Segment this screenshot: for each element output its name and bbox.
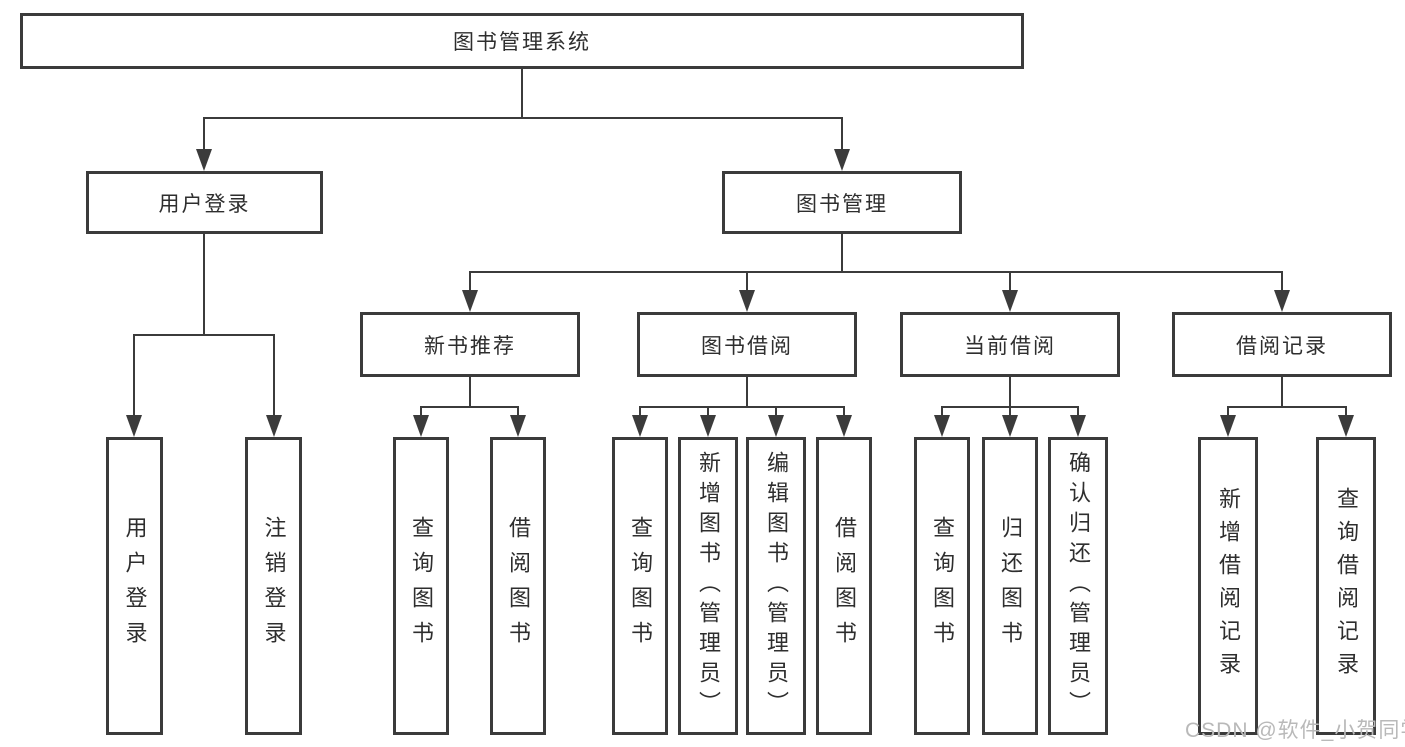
connector-line xyxy=(841,117,843,152)
connector-line xyxy=(203,117,843,119)
leaf-user-login: 用户登录 xyxy=(106,437,163,735)
arrowhead-down-icon xyxy=(1274,290,1290,312)
connector-line xyxy=(1227,406,1229,418)
node-book-borrow: 图书借阅 xyxy=(637,312,857,377)
leaf-return-book: 归还图书 xyxy=(982,437,1038,735)
connector-line xyxy=(1345,406,1347,418)
arrowhead-down-icon xyxy=(700,415,716,437)
node-borrow-records: 借阅记录 xyxy=(1172,312,1392,377)
connector-line xyxy=(941,406,1079,408)
leaf-query-books-current: 查询图书 xyxy=(914,437,970,735)
arrowhead-down-icon xyxy=(1220,415,1236,437)
arrowhead-down-icon xyxy=(510,415,526,437)
connector-line xyxy=(1077,406,1079,418)
arrowhead-down-icon xyxy=(1070,415,1086,437)
arrowhead-down-icon xyxy=(768,415,784,437)
connector-line xyxy=(469,377,471,408)
connector-line xyxy=(203,117,205,152)
connector-line xyxy=(941,406,943,418)
connector-line xyxy=(639,406,845,408)
arrowhead-down-icon xyxy=(834,149,850,171)
leaf-edit-book-admin: 编辑图书（管理员） xyxy=(746,437,806,735)
connector-line xyxy=(521,69,523,119)
connector-line xyxy=(203,234,205,336)
connector-line xyxy=(469,271,1283,273)
leaf-query-borrow-record: 查询借阅记录 xyxy=(1316,437,1376,735)
connector-line xyxy=(746,377,748,408)
node-root: 图书管理系统 xyxy=(20,13,1024,69)
leaf-borrow-books-recommend: 借阅图书 xyxy=(490,437,546,735)
connector-line xyxy=(133,334,135,418)
connector-line xyxy=(1281,271,1283,293)
arrowhead-down-icon xyxy=(1002,290,1018,312)
connector-line xyxy=(133,334,275,336)
leaf-add-borrow-record: 新增借阅记录 xyxy=(1198,437,1258,735)
arrowhead-down-icon xyxy=(266,415,282,437)
node-book-management: 图书管理 xyxy=(722,171,962,234)
arrowhead-down-icon xyxy=(836,415,852,437)
connector-line xyxy=(639,406,641,418)
arrowhead-down-icon xyxy=(632,415,648,437)
arrowhead-down-icon xyxy=(413,415,429,437)
arrowhead-down-icon xyxy=(126,415,142,437)
leaf-query-books-recommend: 查询图书 xyxy=(393,437,449,735)
arrowhead-down-icon xyxy=(1002,415,1018,437)
leaf-logout: 注销登录 xyxy=(245,437,302,735)
leaf-confirm-return-admin: 确认归还（管理员） xyxy=(1048,437,1108,735)
connector-line xyxy=(420,406,519,408)
connector-line xyxy=(841,234,843,273)
connector-line xyxy=(1227,406,1347,408)
connector-line xyxy=(420,406,422,418)
connector-line xyxy=(1009,406,1011,418)
connector-line xyxy=(517,406,519,418)
connector-line xyxy=(1009,271,1011,293)
connector-line xyxy=(469,271,471,293)
connector-line xyxy=(843,406,845,418)
connector-line xyxy=(775,406,777,418)
arrowhead-down-icon xyxy=(934,415,950,437)
leaf-borrow-books-borrow: 借阅图书 xyxy=(816,437,872,735)
arrowhead-down-icon xyxy=(739,290,755,312)
node-new-book-recommend: 新书推荐 xyxy=(360,312,580,377)
connector-line xyxy=(707,406,709,418)
connector-line xyxy=(746,271,748,293)
leaf-query-books-borrow: 查询图书 xyxy=(612,437,668,735)
node-current-borrow: 当前借阅 xyxy=(900,312,1120,377)
watermark: CSDN @软件_小贺同学 xyxy=(1185,719,1405,742)
leaf-add-book-admin: 新增图书（管理员） xyxy=(678,437,738,735)
connector-line xyxy=(1009,377,1011,408)
node-user-login: 用户登录 xyxy=(86,171,323,234)
arrowhead-down-icon xyxy=(196,149,212,171)
arrowhead-down-icon xyxy=(462,290,478,312)
connector-line xyxy=(1281,377,1283,408)
arrowhead-down-icon xyxy=(1338,415,1354,437)
connector-line xyxy=(273,334,275,418)
